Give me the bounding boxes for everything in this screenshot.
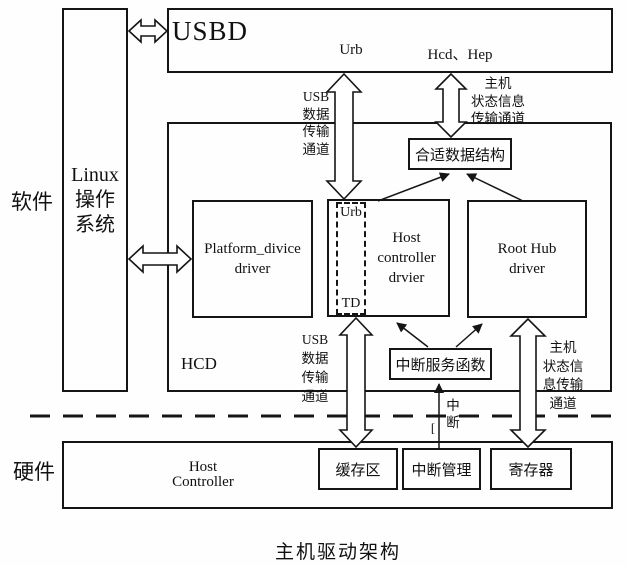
urb-slot-label: Urb — [340, 205, 362, 220]
root-hub-driver-box: Root Hub driver — [467, 200, 587, 318]
host-status-channel-label-top: 主机 状态信息 传输通道 — [471, 76, 525, 126]
host-controller-hardware-label: Host Controller — [172, 459, 234, 490]
suitable-data-structure-box: 合适数据结构 — [408, 138, 512, 170]
buffer-area-box: 缓存区 — [318, 448, 398, 490]
host-status-channel-label-bottom: 主机 状态信 息传输 通道 — [542, 340, 584, 411]
software-layer-label: 软件 — [11, 190, 53, 214]
host-controller-driver-box: Host controller drvier — [327, 199, 450, 317]
arrow-linux-usbd — [127, 18, 169, 44]
urb-td-dashed-box: Urb TD — [336, 202, 366, 315]
diagram-caption: 主机驱动架构 — [274, 542, 401, 563]
interrupt-bracket-mark: [ — [430, 420, 436, 435]
td-slot-label: TD — [341, 296, 361, 311]
hardware-layer-label: 硬件 — [13, 460, 55, 484]
hcd-hep-interface-label: Hcd、Hep — [427, 47, 493, 63]
linux-os-box: Linux 操作 系统 — [62, 8, 128, 392]
host-controller-hardware-box — [62, 441, 613, 509]
urb-interface-label: Urb — [339, 42, 363, 58]
interrupt-label: 中 断 — [446, 398, 460, 430]
interrupt-service-function-box: 中断服务函数 — [389, 348, 492, 380]
usbd-label: USBD — [172, 16, 249, 46]
platform-device-driver-box: Platform_divice driver — [192, 200, 313, 318]
registers-box: 寄存器 — [490, 448, 572, 490]
usb-data-channel-label-bottom: USB 数据 传输 通道 — [301, 332, 329, 404]
usb-data-channel-label-top: USB 数据 传输 通道 — [302, 89, 330, 157]
interrupt-management-box: 中断管理 — [402, 448, 481, 490]
hcd-label: HCD — [181, 354, 217, 373]
